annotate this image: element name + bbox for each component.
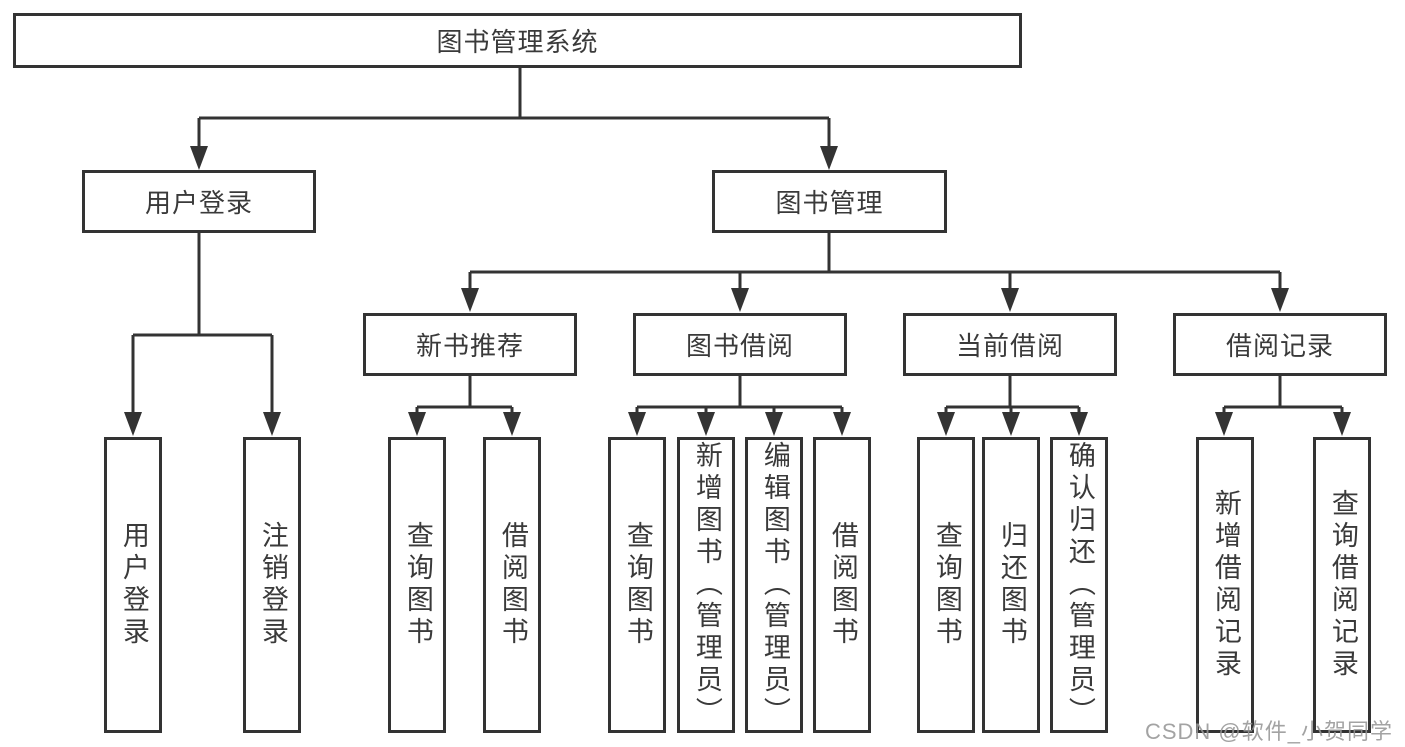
leaf-borrow-books-2: 借阅图书 (813, 437, 871, 733)
leaf-edit-books-admin: 编辑图书（管理员） (745, 437, 803, 733)
arrowhead (408, 412, 426, 436)
leaf-label: 新增借阅记录 (1210, 489, 1241, 681)
leaf-borrow-books-1: 借阅图书 (483, 437, 541, 733)
leaf-query-books-3: 查询图书 (917, 437, 975, 733)
arrowhead (1215, 412, 1233, 436)
node-user-login: 用户登录 (82, 170, 316, 233)
connector-new-book (415, 376, 514, 418)
leaf-logout: 注销登录 (243, 437, 301, 733)
leaf-label: 编辑图书（管理员） (759, 441, 790, 729)
arrowhead (731, 288, 749, 312)
node-current-borrow: 当前借阅 (903, 313, 1117, 376)
leaf-label: 确认归还（管理员） (1064, 441, 1095, 729)
connector-current-borrow (944, 376, 1081, 418)
leaf-confirm-return-admin: 确认归还（管理员） (1050, 437, 1108, 733)
leaf-label: 借阅图书 (497, 521, 528, 649)
node-book-borrow: 图书借阅 (633, 313, 847, 376)
connector-book-management (468, 233, 1282, 294)
arrowhead (937, 412, 955, 436)
leaf-label: 借阅图书 (827, 521, 858, 649)
arrowhead (1002, 412, 1020, 436)
leaf-return-books: 归还图书 (982, 437, 1040, 733)
leaf-label: 新增图书（管理员） (691, 441, 722, 729)
arrowhead (628, 412, 646, 436)
arrowhead (833, 412, 851, 436)
leaf-label: 归还图书 (996, 521, 1027, 649)
arrowhead (1001, 288, 1019, 312)
leaf-label: 用户登录 (118, 521, 149, 649)
leaf-label: 注销登录 (257, 521, 288, 649)
node-root: 图书管理系统 (13, 13, 1022, 68)
node-borrow-records: 借阅记录 (1173, 313, 1387, 376)
connector-user-login (131, 233, 274, 418)
node-new-book-recommend: 新书推荐 (363, 313, 577, 376)
arrowhead (263, 412, 281, 436)
arrowhead (1271, 288, 1289, 312)
leaf-query-borrow-record: 查询借阅记录 (1313, 437, 1371, 733)
leaf-user-login: 用户登录 (104, 437, 162, 733)
connector-borrow-records (1222, 376, 1344, 418)
leaf-label: 查询图书 (931, 521, 962, 649)
leaf-query-books-2: 查询图书 (608, 437, 666, 733)
csdn-watermark: CSDN @软件_小贺同学 (1144, 719, 1393, 744)
arrowhead (1070, 412, 1088, 436)
arrowhead (697, 412, 715, 436)
arrowhead (503, 412, 521, 436)
leaf-label: 查询借阅记录 (1327, 489, 1358, 681)
leaf-query-books-1: 查询图书 (388, 437, 446, 733)
connector-book-borrow (635, 376, 844, 418)
leaf-add-books-admin: 新增图书（管理员） (677, 437, 735, 733)
arrowhead (190, 146, 208, 170)
arrowhead (461, 288, 479, 312)
connector-root (197, 68, 831, 152)
leaf-label: 查询图书 (402, 521, 433, 649)
leaf-add-borrow-record: 新增借阅记录 (1196, 437, 1254, 733)
arrowhead (124, 412, 142, 436)
arrowhead (1333, 412, 1351, 436)
node-book-management: 图书管理 (712, 170, 947, 233)
arrowhead (820, 146, 838, 170)
arrowhead (765, 412, 783, 436)
leaf-label: 查询图书 (622, 521, 653, 649)
